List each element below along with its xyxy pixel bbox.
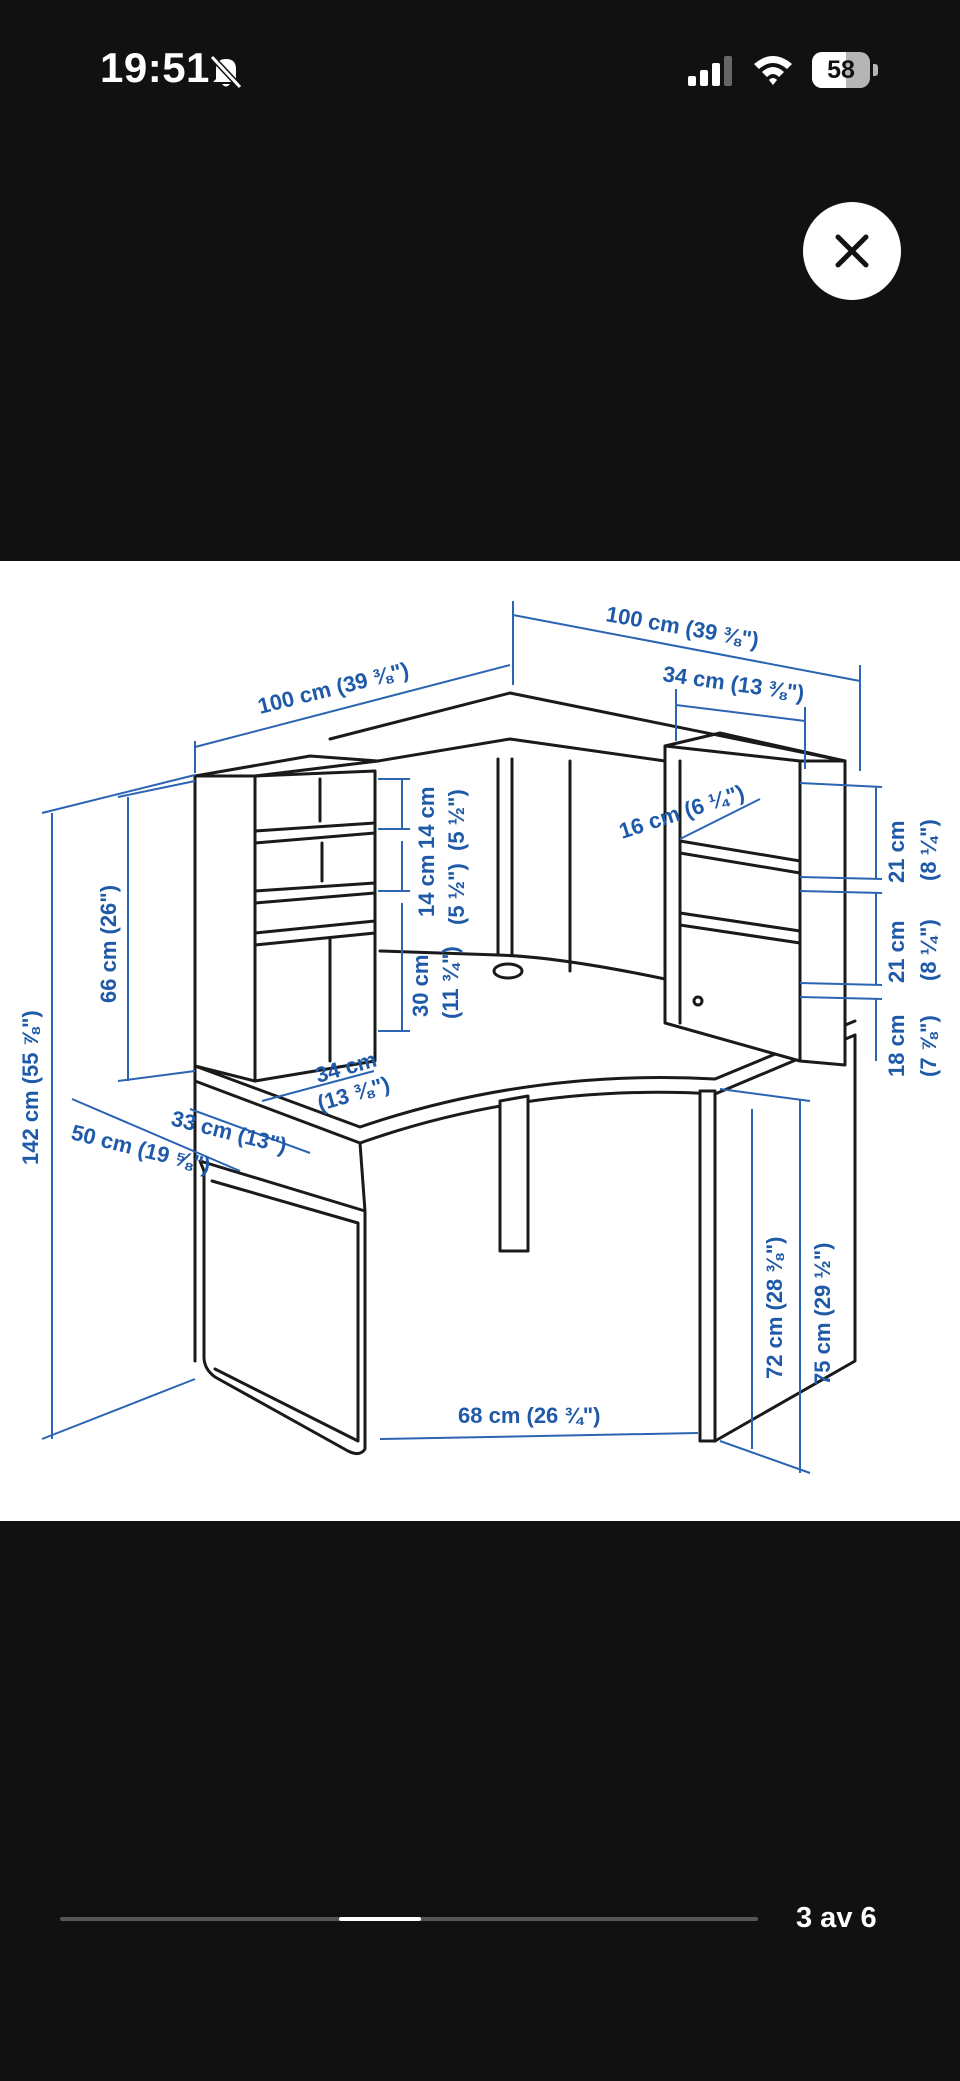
left-shelf-door: [253, 937, 332, 1083]
dim-top-left-width: 100 cm (39 ⅜"): [255, 657, 411, 719]
right-shelf-1: [678, 839, 802, 875]
desk-inner-back: [376, 737, 667, 763]
dim-left-shelf-3: 30 cm: [408, 955, 433, 1017]
dim-right-shelf-1-in: (8 ¼"): [916, 819, 941, 881]
desk-right-leg: [698, 1089, 717, 1443]
dim-left-shelf-2-in: (5 ½"): [444, 863, 469, 925]
desk-center-leg: [498, 1094, 530, 1253]
image-page-scrubber-thumb[interactable]: [339, 1917, 421, 1921]
dim-top-right-width: 100 cm (39 ⅜"): [604, 601, 761, 652]
dim-knee-width: 68 cm (26 ¾"): [458, 1403, 601, 1428]
dim-total-height: 142 cm (55 ⅞"): [18, 1010, 43, 1165]
dim-right-shelf-2: 21 cm: [884, 921, 909, 983]
battery-level: 58: [827, 56, 855, 84]
status-time: 19:51: [100, 44, 210, 91]
left-shelf-side: [193, 774, 257, 1083]
dimension-lines: [41, 601, 883, 1474]
dim-left-shelf-1-in: (5 ½"): [444, 789, 469, 851]
cellular-signal-icon: [688, 56, 732, 91]
desk-back-post: [496, 757, 514, 957]
dim-left-shelf-2: 14 cm: [414, 855, 439, 917]
close-button[interactable]: [803, 202, 901, 300]
cable-outlet-icon: [492, 962, 524, 980]
right-shelf-2: [678, 911, 802, 945]
bell-slash-icon: [206, 52, 246, 95]
desk-left-leg-panel: [198, 1159, 367, 1456]
image-page-scrubber[interactable]: [60, 1917, 758, 1921]
dim-right-shelf-1: 21 cm: [884, 821, 909, 883]
status-bar: 19:51 58: [0, 0, 960, 140]
dim-shelf-unit-height: 66 cm (26"): [96, 885, 121, 1003]
desk-back-edge: [328, 691, 847, 763]
dim-left-shelf-3-in: (11 ¾"): [438, 946, 463, 1019]
dim-right-shelf-width: 34 cm (13 ⅜"): [661, 661, 806, 706]
battery-indicator: 58: [812, 52, 878, 88]
page-counter: 3 av 6: [796, 1902, 877, 1934]
left-shelf-3: [253, 919, 377, 947]
close-icon: [835, 234, 869, 268]
dim-desk-total-height: 75 cm (29 ½"): [810, 1242, 835, 1385]
shelf-knob-icon: [692, 995, 704, 1007]
dim-right-shelf-3: 18 cm: [884, 1015, 909, 1077]
corner-desk-diagram: 100 cm (39 ⅜") 100 cm (39 ⅜") 34 cm (13 …: [18, 601, 941, 1474]
dim-right-shelf-3-in: (7 ⅞"): [916, 1015, 941, 1077]
dim-desk-top-height: 72 cm (28 ⅜"): [762, 1236, 787, 1379]
dim-left-shelf-1: 14 cm: [414, 787, 439, 849]
desk-top-front-lower: [193, 1033, 857, 1145]
dim-right-shelf-2-in: (8 ¼"): [916, 919, 941, 981]
desk-top-front: [193, 1019, 857, 1129]
left-shelf-1: [253, 821, 377, 845]
product-dimension-image: 100 cm (39 ⅜") 100 cm (39 ⅜") 34 cm (13 …: [0, 561, 960, 1521]
wifi-icon: [752, 52, 794, 91]
left-shelf-2: [253, 881, 377, 905]
right-shelf-side: [798, 759, 847, 1067]
